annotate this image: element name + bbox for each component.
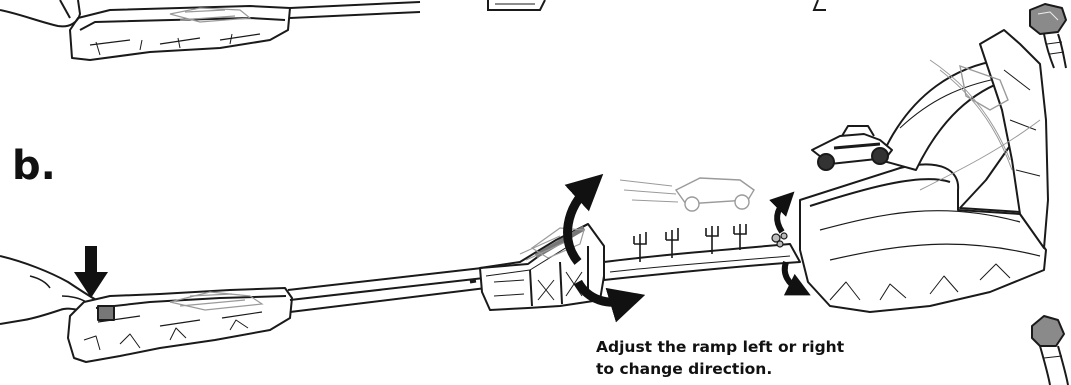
ramp-car-ghost — [519, 227, 585, 261]
top-ramp-edge — [487, 0, 546, 11]
ramp-caption: Adjust the ramp left or right to change … — [596, 336, 844, 380]
entry-arrow-down-icon — [781, 261, 811, 296]
straight-track — [287, 267, 487, 313]
top-hand — [0, 0, 82, 28]
top-launcher-base — [69, 5, 291, 61]
top-piece-edge — [812, 0, 826, 11]
rock-pillar-bottom — [1031, 315, 1069, 385]
ramp-caption-line-1: Adjust the ramp left or right — [596, 338, 845, 356]
entry-arrow-up-icon — [769, 191, 795, 234]
press-down-arrow-icon — [74, 246, 108, 298]
rock-tower — [979, 29, 1049, 249]
flying-car-ghost — [619, 177, 755, 212]
top-track — [289, 1, 421, 19]
launcher-car-ghost — [169, 291, 264, 311]
top-car-ghost — [169, 7, 252, 23]
cacti — [633, 224, 747, 262]
curved-loop-wall — [799, 163, 1047, 313]
desert-strip — [603, 243, 801, 281]
ramp-caption-line-2: to change direction. — [596, 360, 773, 378]
rock-pillar-top — [1029, 3, 1067, 69]
curved-arrow-up-icon — [563, 173, 604, 265]
curved-arrow-down-icon — [574, 279, 646, 323]
step-label: b. — [12, 143, 56, 189]
rubble — [771, 232, 788, 248]
jumping-car — [811, 125, 893, 171]
car-motion-lines — [919, 59, 1041, 191]
